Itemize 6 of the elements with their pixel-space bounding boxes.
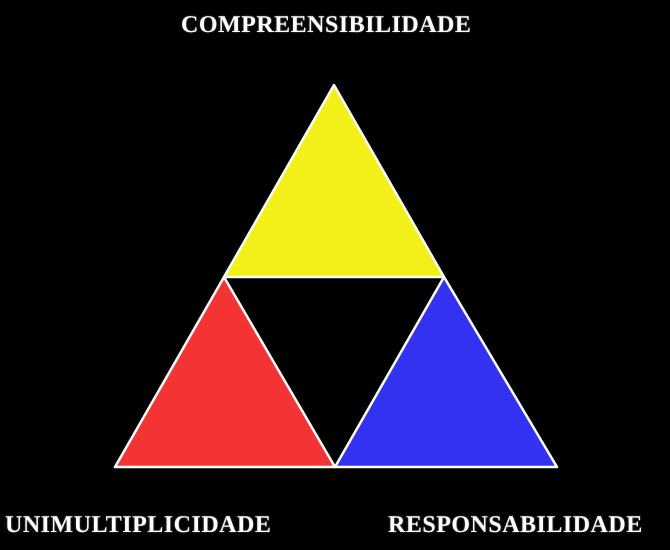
triangle-shape <box>115 277 335 467</box>
triangle-label: UNIMULTIPLICIDADE <box>5 511 272 540</box>
triangle-shape <box>335 277 557 467</box>
triangle-label: COMPREENSIBILIDADE <box>181 11 472 40</box>
triangle-label: RESPONSABILIDADE <box>388 511 643 540</box>
triangle-shape <box>224 85 444 277</box>
